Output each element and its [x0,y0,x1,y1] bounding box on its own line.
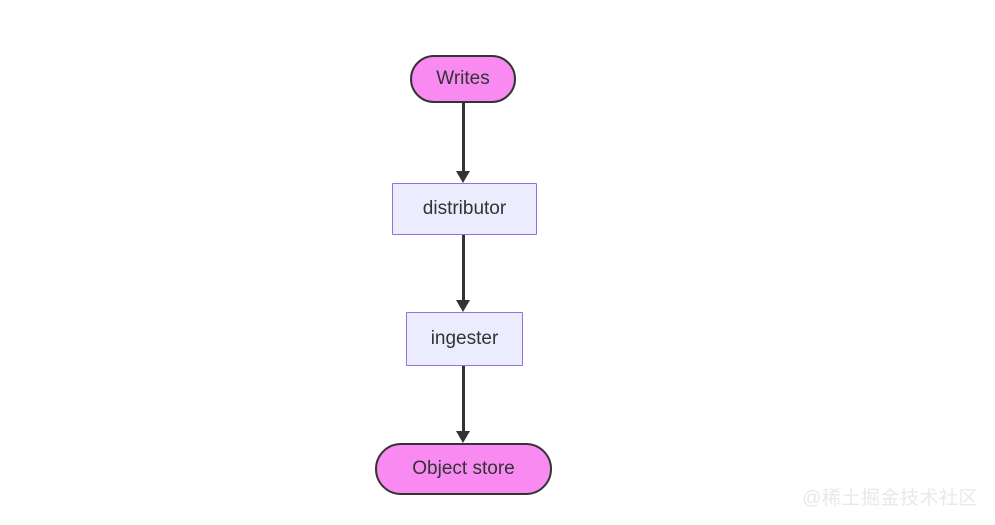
node-object-store-label: Object store [412,458,515,479]
arrowhead-down-icon [456,171,470,183]
node-distributor-label: distributor [422,198,507,219]
arrowhead-down-icon [456,431,470,443]
node-object-store: Object store [375,443,552,495]
arrowhead-down-icon [456,300,470,312]
edge-distributor-to-ingester [462,235,465,301]
edge-writes-to-distributor [462,103,465,172]
node-distributor: distributor [392,183,537,235]
node-writes: Writes [410,55,516,103]
node-ingester: ingester [406,312,523,366]
watermark: @稀土掘金技术社区 [802,488,978,509]
node-writes-label: Writes [436,68,490,89]
edge-ingester-to-object-store [462,366,465,432]
node-ingester-label: ingester [430,328,499,349]
